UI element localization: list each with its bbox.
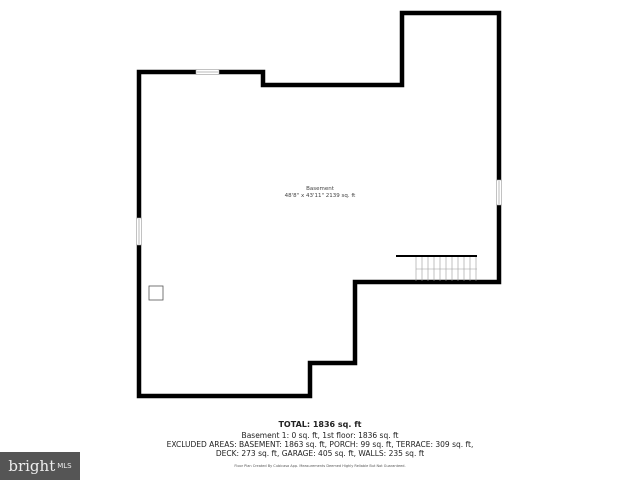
total-area: TOTAL: 1836 sq. ft [278,420,362,429]
disclaimer: Floor Plan Created By Cubicasa App. Meas… [234,464,406,468]
exterior-walls [136,10,502,399]
utility-square [148,285,164,301]
stairs [415,257,477,281]
excluded-areas-2: DECK: 273 sq. ft, GARAGE: 405 sq. ft, WA… [215,449,425,458]
window-top [195,69,220,75]
room-name: Basement [306,186,334,192]
window-left [136,217,142,246]
floor-areas: Basement 1: 0 sq. ft, 1st floor: 1836 sq… [241,431,399,440]
window-right [496,179,502,206]
bright-mls-logo: bright MLS [0,452,80,480]
room-dimensions: 48'8" x 43'11" 2139 sq. ft [284,193,356,199]
excluded-areas-1: EXCLUDED AREAS: BASEMENT: 1863 sq. ft, P… [166,440,474,449]
logo-word: bright [8,457,56,475]
logo-suffix: MLS [57,462,72,470]
